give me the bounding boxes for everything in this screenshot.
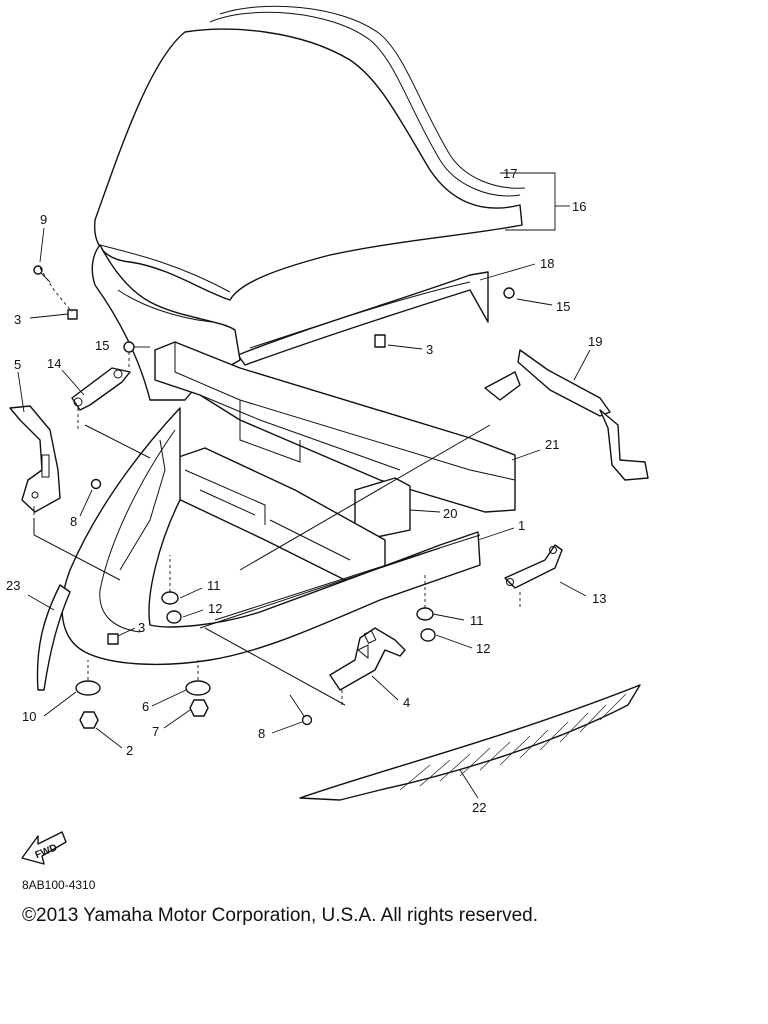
callout-14: 14 <box>47 356 61 371</box>
bolt-15a <box>503 287 515 299</box>
callout-21: 21 <box>545 437 559 452</box>
nut-12b <box>420 628 436 642</box>
callout-19: 19 <box>588 334 602 349</box>
callout-20: 20 <box>443 506 457 521</box>
nut-7 <box>189 699 209 717</box>
nut-12a <box>166 610 182 624</box>
washer-10 <box>75 680 101 696</box>
assembly-lines <box>33 267 521 706</box>
bolt-8a <box>90 478 102 490</box>
washer-6 <box>185 680 211 696</box>
air-duct <box>154 341 516 513</box>
callout-15: 15 <box>95 338 109 353</box>
callout-12: 12 <box>208 601 222 616</box>
nut-3c <box>107 633 119 645</box>
callout-8: 8 <box>70 514 77 529</box>
grommet-11b <box>416 607 434 621</box>
callout-1: 1 <box>518 518 525 533</box>
bracket-left <box>9 405 61 515</box>
bolt-15b <box>123 341 135 353</box>
bracket-14 <box>71 367 131 411</box>
callout-8: 8 <box>258 726 265 741</box>
callout-4: 4 <box>403 695 410 710</box>
callout-23: 23 <box>6 578 20 593</box>
callout-3: 3 <box>138 620 145 635</box>
callout-16: 16 <box>572 199 586 214</box>
lower-cowl <box>61 407 481 666</box>
callout-11: 11 <box>470 613 484 628</box>
callout-3: 3 <box>426 342 433 357</box>
diagram-code: 8AB100-4310 <box>22 878 96 892</box>
nut-2 <box>79 711 99 729</box>
copyright-notice: ©2013 Yamaha Motor Corporation, U.S.A. A… <box>22 905 538 926</box>
callout-labels: 9 3 17 16 18 15 15 3 5 14 19 21 8 20 1 2… <box>6 166 606 815</box>
bracket-4 <box>329 627 406 691</box>
bracket-19 <box>484 349 649 481</box>
callout-9: 9 <box>40 212 47 227</box>
fwd-arrow-icon: FWD <box>21 831 67 865</box>
callout-11: 11 <box>207 578 221 593</box>
callout-15: 15 <box>556 299 570 314</box>
windshield <box>94 5 526 301</box>
callout-10: 10 <box>22 709 36 724</box>
grommet-11a <box>161 591 179 605</box>
side-strip <box>36 584 71 691</box>
callout-2: 2 <box>126 743 133 758</box>
callout-22: 22 <box>472 800 486 815</box>
trim-strip <box>237 271 489 366</box>
nut-3a <box>67 309 78 320</box>
callout-6: 6 <box>142 699 149 714</box>
hardware <box>33 265 515 729</box>
under-panel <box>299 684 641 801</box>
callout-5: 5 <box>14 357 21 372</box>
bracket-13 <box>504 544 563 589</box>
callout-12: 12 <box>476 641 490 656</box>
callout-18: 18 <box>540 256 554 271</box>
bolt-8b <box>289 694 313 726</box>
callout-7: 7 <box>152 724 159 739</box>
leader-lines <box>17 172 591 799</box>
nut-3b <box>374 334 386 348</box>
callout-3: 3 <box>14 312 21 327</box>
callout-17: 17 <box>503 166 517 181</box>
callout-13: 13 <box>592 591 606 606</box>
